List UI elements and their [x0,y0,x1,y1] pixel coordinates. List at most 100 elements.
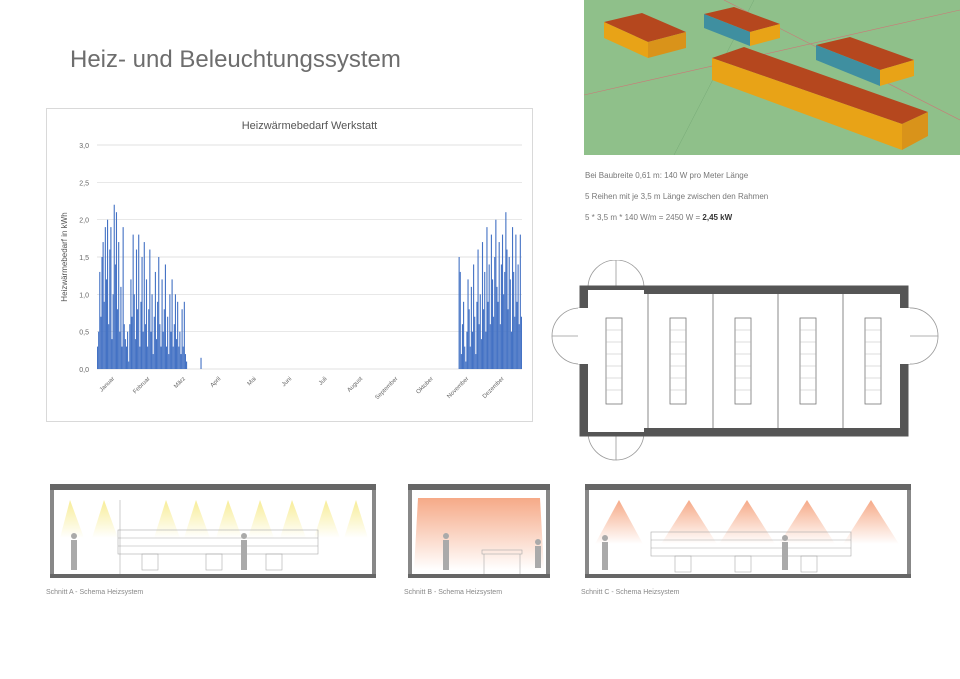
data-bar [129,324,131,369]
door-opening [898,308,910,364]
data-bar [112,294,114,369]
data-bar [172,346,174,369]
x-tick-label: Dezember [482,376,506,400]
data-bar [490,234,492,369]
data-bar [508,257,510,369]
data-bar [465,361,467,369]
y-axis-label: Heizwärmebedarf in kWh [60,212,69,301]
data-bar [474,316,476,369]
data-bar [157,301,159,369]
data-bar [123,324,125,369]
data-bar [165,346,168,369]
data-bar [137,309,139,369]
data-bar [98,331,100,369]
data-bar [163,309,165,369]
data-bar [186,361,188,369]
data-bar [117,309,119,369]
data-bar [493,316,495,369]
data-bar [142,331,144,369]
data-bar [170,331,172,369]
module-4 [712,47,928,150]
data-bar [160,346,162,369]
data-bar [175,339,178,369]
floor-plan [551,260,939,461]
y-tick-label: 1,0 [79,292,89,299]
data-bar [102,242,104,369]
data-bar [109,249,111,369]
y-tick-label: 2,5 [79,180,89,187]
data-bar [131,316,133,369]
data-bar [114,264,116,369]
data-bar [110,227,112,369]
x-tick-label: September [374,376,399,401]
data-bar [467,279,469,369]
data-bar [518,324,520,369]
data-bar [140,301,142,369]
data-bar [469,346,471,369]
frame-lines [647,294,844,428]
module-3 [816,37,914,86]
data-bar [162,331,164,369]
y-tick-label: 3,0 [79,143,89,150]
data-bar [130,279,132,369]
data-bar [149,249,151,369]
wall-top [580,286,908,294]
light-cones [60,500,368,538]
data-bar [111,339,113,369]
data-bar [101,257,103,369]
x-tick-label: Mai [247,376,258,387]
data-bar [489,324,491,369]
building-3d-render [584,0,960,155]
data-bar [167,316,169,369]
data-bar [500,264,502,369]
data-bar [509,279,511,369]
x-tick-label: August [347,376,365,394]
data-bar [515,234,517,369]
data-bar [177,301,179,369]
people [71,533,247,570]
y-tick-label: 1,5 [79,255,89,262]
page-title: Heiz- und Beleuchtungssystem [70,46,401,73]
data-bar [124,339,126,369]
data-bar [487,301,489,369]
data-bar [184,354,186,369]
data-bar [178,346,180,369]
data-bar [506,249,508,369]
y-tick-label: 0,5 [79,330,89,337]
data-bar [488,264,490,369]
formula: 5 * 3,5 m * 140 W/m = 2450 W = [585,213,703,222]
section-c [581,480,915,582]
data-bar [464,346,466,369]
data-bar [173,324,175,369]
data-bar [503,294,505,369]
section-b [404,480,554,582]
data-bar [119,331,121,369]
data-bar [499,324,501,369]
data-bar [133,294,135,369]
data-bar [517,264,519,369]
data-bar [497,301,499,369]
x-tick-label: Januar [99,376,116,393]
data-bar [484,271,486,369]
data-bar [458,257,460,369]
section-a [46,480,380,582]
data-bar [118,242,120,369]
data-bar [498,242,500,369]
roof-slab [50,484,376,490]
data-bar [179,331,181,369]
people [602,535,788,570]
caption-c: Schnitt C - Schema Heizsystem [581,589,680,596]
module-2 [704,7,780,46]
data-bar [460,354,462,369]
data-bar [158,257,160,369]
data-bar [150,331,152,369]
data-bar [139,346,141,369]
caption-a: Schnitt A - Schema Heizsystem [46,589,144,596]
x-tick-label: Februar [132,376,151,395]
door-swings [551,260,939,461]
data-bar [161,279,163,369]
data-bar [97,346,99,369]
x-tick-label: Juni [281,376,293,388]
formula-result: 2,45 kW [702,213,733,222]
